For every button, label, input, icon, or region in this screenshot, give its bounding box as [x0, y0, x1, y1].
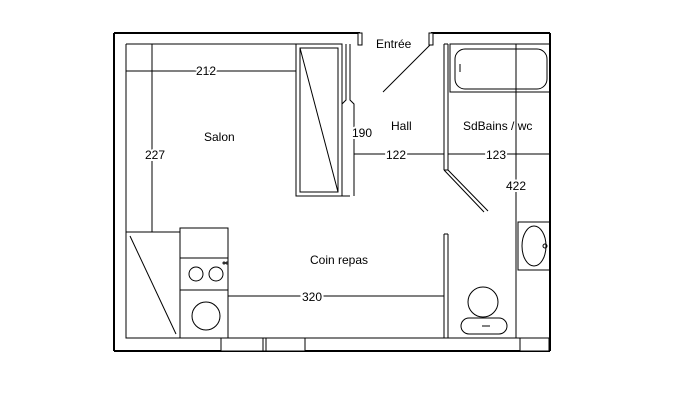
dimension-label: 227 [145, 148, 165, 162]
bathroom-fixtures [449, 43, 551, 338]
room-label-hall: Hall [391, 119, 412, 133]
room-label-coin-repas: Coin repas [310, 253, 368, 267]
bathtub [454, 48, 548, 90]
closet [295, 43, 355, 197]
room-label-sdbains: SdBains / wc [463, 119, 532, 133]
dimension-label: 422 [506, 179, 526, 193]
dimension-label: 123 [486, 148, 506, 162]
dimension-label: 190 [352, 126, 372, 140]
bottom-windows [220, 337, 550, 352]
sink [517, 221, 551, 271]
stove-burner [208, 266, 224, 282]
dimension-label: 212 [196, 64, 216, 78]
dimension-label: 320 [302, 290, 322, 304]
kitchen [125, 227, 229, 339]
room-label-entree: Entrée [376, 37, 412, 51]
dimension-label: 122 [386, 148, 406, 162]
stove-burner [188, 266, 204, 282]
toilet [467, 286, 499, 318]
dimension-lines [126, 44, 550, 297]
washing-machine [191, 301, 221, 331]
room-label-salon: Salon [204, 130, 235, 144]
entrance-door [357, 32, 434, 93]
